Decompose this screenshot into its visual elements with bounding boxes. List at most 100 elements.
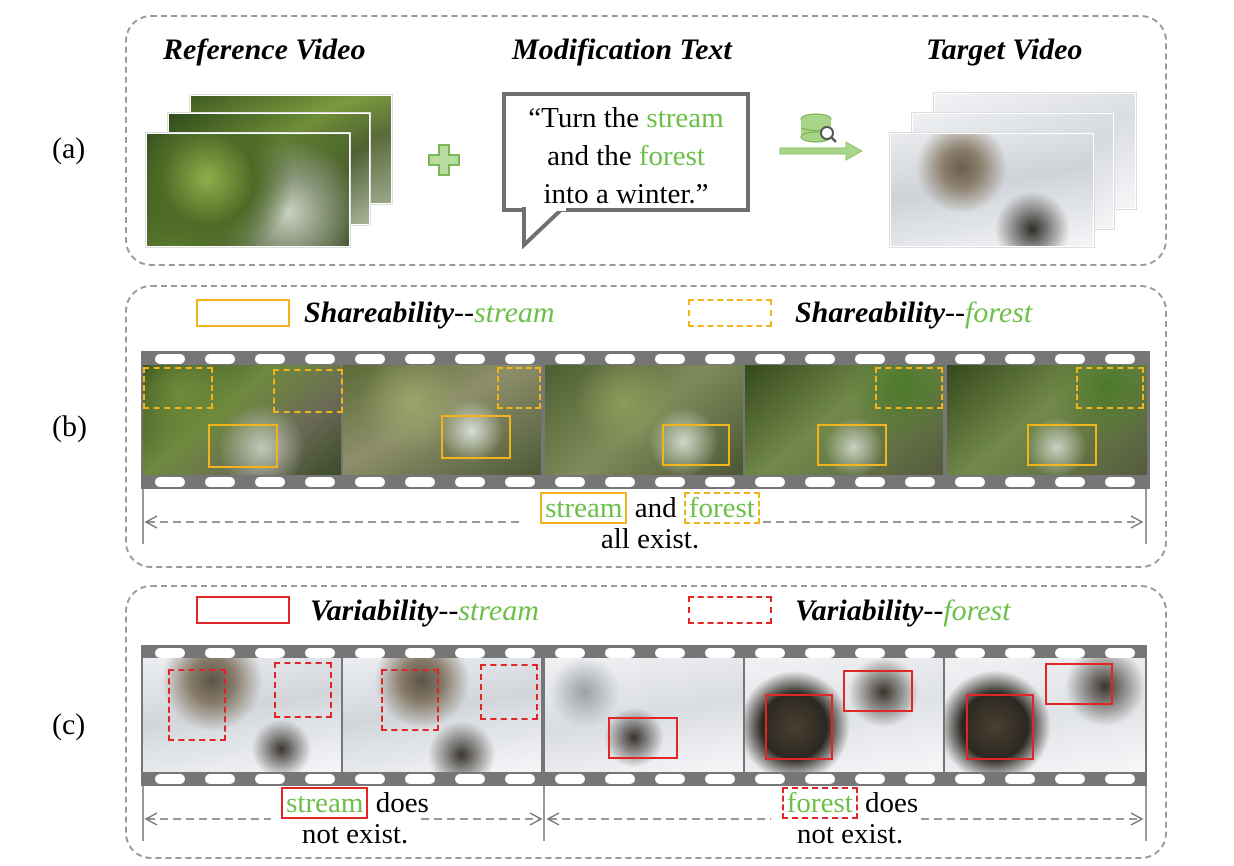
film-sprocket-hole [905,354,935,364]
film-sprocket-hole [405,477,435,487]
legend-variability-stream: Variability--stream [310,594,539,628]
film-sprocket-hole [705,648,735,658]
caption-c-right-line-1: forest does [735,787,965,819]
film-sprocket-hole [1055,648,1085,658]
legend-variability-title-1: Variability [310,594,439,627]
film-sprocket-hole [905,774,935,784]
panel-a [125,15,1167,266]
film-sprocket-hole [855,477,885,487]
legend-variability-forest: Variability--forest [795,594,1011,628]
film-sprocket-hole [605,774,635,784]
film-sprocket-hole [505,477,535,487]
share-forest-box [143,367,213,409]
film-sprocket-hole [1105,477,1135,487]
film-sprocket-hole [405,648,435,658]
legend-variability-word-1: stream [458,594,539,627]
film-sprocket-hole [655,354,685,364]
film-sprocket-hole [655,477,685,487]
film-sprocket-hole [305,774,335,784]
film-b-frame-5 [947,365,1147,475]
share-forest-box [875,367,943,409]
film-sprocket-hole [805,774,835,784]
panel-b [125,285,1167,568]
film-sprocket-hole [855,648,885,658]
caption-c-left-line-1: stream does [240,787,470,819]
film-sprocket-hole [355,774,385,784]
film-sprocket-hole [205,354,235,364]
film-sprocket-hole [255,774,285,784]
film-sprocket-hole [605,354,635,364]
share-stream-box [662,424,730,466]
var-stream-box [843,670,913,712]
film-sprocket-hole [1005,477,1035,487]
share-stream-box [1027,424,1097,466]
film-sprocket-hole [855,354,885,364]
film-sprocket-hole [705,477,735,487]
film-sprocket-hole [1005,354,1035,364]
speech-bubble-tail [522,207,566,249]
film-sprocket-hole [605,648,635,658]
var-forest-box [168,669,226,741]
film-sprocket-hole [1005,774,1035,784]
caption-c-forest: forest [781,787,858,819]
film-sprocket-hole [905,648,935,658]
share-stream-box [817,424,887,466]
span-arrow-b [142,486,1147,544]
caption-c-left-rest: does [368,787,429,819]
film-sprocket-hole [305,477,335,487]
var-stream-box [608,717,678,759]
panel-c [125,585,1167,859]
panel-b-label: (b) [52,410,87,443]
film-sprocket-hole [805,648,835,658]
bubble-and: and the [547,140,639,172]
share-forest-box [1076,367,1144,409]
panel-a-label: (a) [52,132,86,165]
film-sprocket-hole [455,477,485,487]
bubble-forest-word: forest [638,140,705,172]
legend-shareability-word-2: forest [965,296,1033,329]
caption-b-line-2: all exist. [600,523,700,555]
film-sprocket-hole [955,648,985,658]
film-sprocket-hole [455,774,485,784]
film-c-frame-3 [545,658,743,772]
film-sprocket-hole [155,477,185,487]
film-sprocket-hole [405,774,435,784]
legend-variability-dashed-box [688,596,772,624]
film-sprocket-hole [355,477,385,487]
bubble-stream-word: stream [646,102,724,134]
film-sprocket-hole [555,774,585,784]
target-frame-1 [890,133,1094,247]
film-sprocket-hole [205,648,235,658]
caption-b-stream: stream [540,492,628,524]
legend-shareability-dash-2: -- [945,296,965,329]
film-b-frame-3 [545,365,743,475]
bubble-prefix: “Turn the [528,102,647,134]
legend-shareability-dashed-box [688,299,772,327]
film-sprocket-hole [555,354,585,364]
legend-variability-word-2: forest [943,594,1011,627]
film-sprocket-hole [1105,774,1135,784]
film-sprocket-hole [205,477,235,487]
film-sprocket-hole [255,648,285,658]
var-stream-box [1045,663,1113,705]
film-sprocket-hole [955,774,985,784]
film-sprocket-hole [305,648,335,658]
film-sprocket-hole [705,354,735,364]
film-sprocket-hole [455,354,485,364]
reference-frame-1 [146,133,350,247]
legend-variability-solid-box [196,596,290,624]
legend-shareability-title-2: Shareability [795,296,946,329]
film-sprocket-hole [555,648,585,658]
film-sprocket-hole [505,648,535,658]
share-forest-box [273,369,343,413]
film-c-frame-2 [343,658,541,772]
legend-shareability-forest: Shareability--forest [795,296,1032,330]
film-sprocket-hole [255,354,285,364]
film-sprocket-hole [555,477,585,487]
legend-shareability-solid-box [196,299,290,327]
database-search-icon [800,113,837,143]
film-b-frame-4 [745,365,943,475]
caption-c-right-rest: does [857,787,919,819]
film-sprocket-hole [155,648,185,658]
film-sprocket-hole [405,354,435,364]
